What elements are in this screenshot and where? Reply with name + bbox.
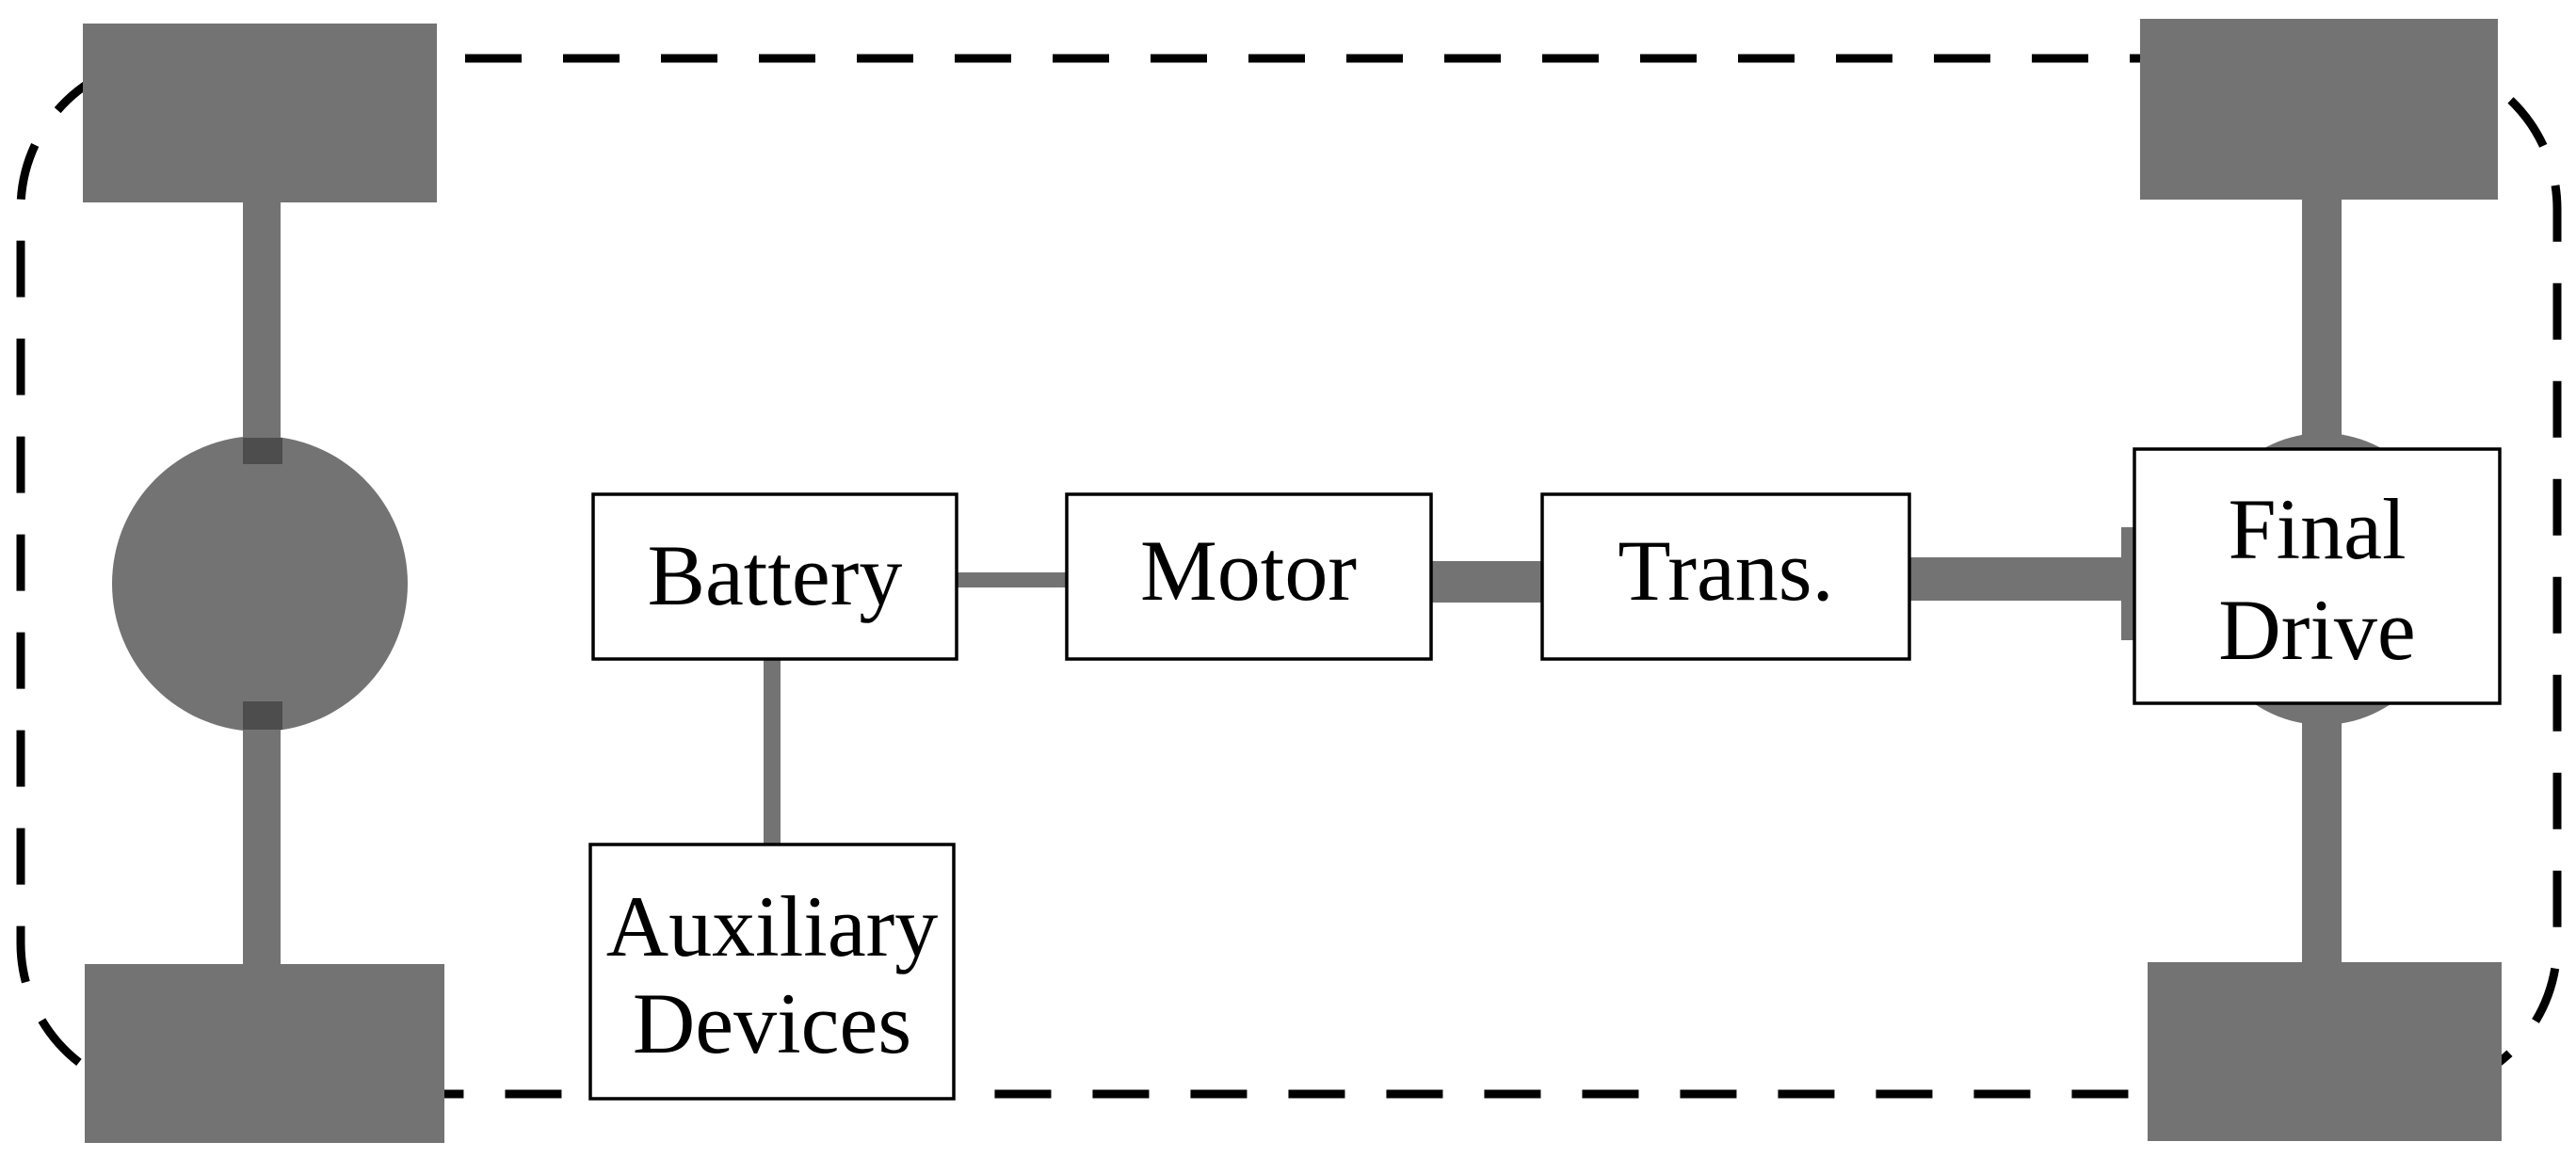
battery-motor-link xyxy=(956,572,1069,587)
battery-label: Battery xyxy=(648,527,903,623)
left-differential xyxy=(112,436,408,732)
auxiliary-devices-block: Auxiliary Devices xyxy=(588,843,956,1101)
transmission-block: Trans. xyxy=(1540,492,1911,661)
wheel-front-right xyxy=(2140,19,2498,200)
wheel-front-left xyxy=(83,24,437,202)
right-front-axle-shaft xyxy=(2302,184,2342,466)
left-rear-joint xyxy=(243,701,282,730)
motor-transmission-shaft xyxy=(1429,561,1544,603)
motor-block: Motor xyxy=(1065,492,1433,661)
wheel-rear-right xyxy=(2148,962,2502,1141)
final-drive-label-line-1: Final xyxy=(2228,481,2406,577)
vehicle-body-outline xyxy=(16,54,2562,1099)
auxiliary-label-line-2: Devices xyxy=(633,975,911,1071)
battery-auxiliary-link xyxy=(764,657,781,845)
left-rear-axle-shaft xyxy=(243,711,281,970)
transmission-label: Trans. xyxy=(1618,523,1833,619)
left-front-axle-shaft xyxy=(243,193,281,466)
wheel-rear-left xyxy=(85,964,444,1143)
final-drive-block: Final Drive xyxy=(2133,447,2502,705)
battery-block: Battery xyxy=(591,492,958,661)
auxiliary-label-line-1: Auxiliary xyxy=(606,878,939,974)
right-rear-axle-shaft xyxy=(2302,692,2342,965)
left-front-joint xyxy=(243,438,282,464)
motor-label: Motor xyxy=(1140,523,1357,619)
transmission-final-drive-shaft xyxy=(1907,557,2135,601)
final-drive-label-line-2: Drive xyxy=(2218,582,2415,678)
